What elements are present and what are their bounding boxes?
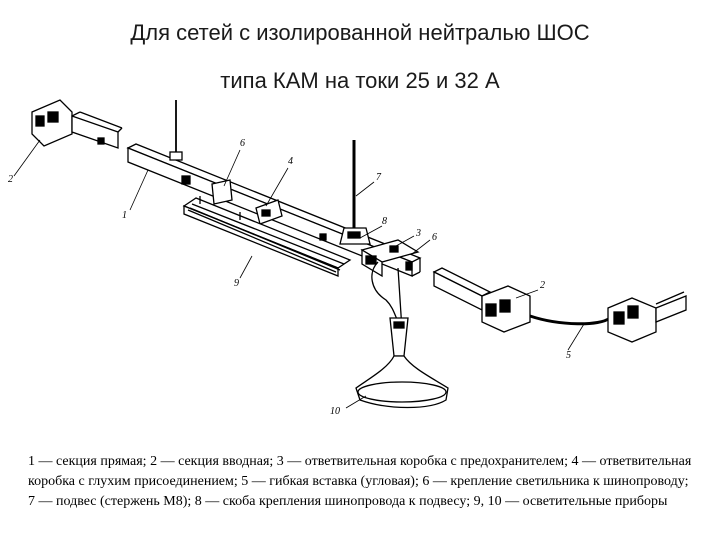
feed-section-right-1 <box>432 267 611 333</box>
tap-off-box-fixed <box>211 179 283 225</box>
label-luminaire-pendant: 10 <box>330 406 340 417</box>
figure-caption: 1 — секция прямая; 2 — секция вводная; 3… <box>28 452 696 512</box>
busbar-system-drawing: 2 1 6 4 7 8 3 6 9 2 5 10 <box>8 99 687 417</box>
label-flexible-insert: 5 <box>566 350 571 361</box>
label-suspension-rod: 7 <box>376 172 382 183</box>
label-feed-section-right: 2 <box>540 280 545 291</box>
label-suspension-bracket: 8 <box>382 216 387 227</box>
label-straight-section: 1 <box>122 210 127 221</box>
slide-title-line-2: типа КАМ на токи 25 и 32 А <box>220 68 500 93</box>
caption-line-1: 1 — секция прямая; 2 — секция вводная; 3… <box>28 454 692 469</box>
luminaire-linear <box>182 196 352 277</box>
label-tap-off-box-fixed: 4 <box>288 156 293 167</box>
caption-line-3: 7 — подвес (стержень М8); 8 — скоба креп… <box>28 494 668 509</box>
label-luminaire-mount-top: 6 <box>240 138 245 149</box>
label-luminaire-linear: 9 <box>234 278 239 289</box>
tap-off-box-fused <box>360 239 420 278</box>
suspension-rod <box>339 140 371 245</box>
label-feed-section-left: 2 <box>8 174 13 185</box>
luminaire-pendant <box>355 261 449 409</box>
label-tap-off-box-fused: 3 <box>415 228 421 239</box>
slide-title-line-1: Для сетей с изолированной нейтралью ШОС <box>130 20 590 45</box>
feed-section-right-2 <box>607 291 687 343</box>
label-luminaire-mount: 6 <box>432 232 437 243</box>
feed-section-left <box>31 99 123 149</box>
caption-line-2: коробка с глухим присоединением; 5 — гиб… <box>28 474 689 489</box>
